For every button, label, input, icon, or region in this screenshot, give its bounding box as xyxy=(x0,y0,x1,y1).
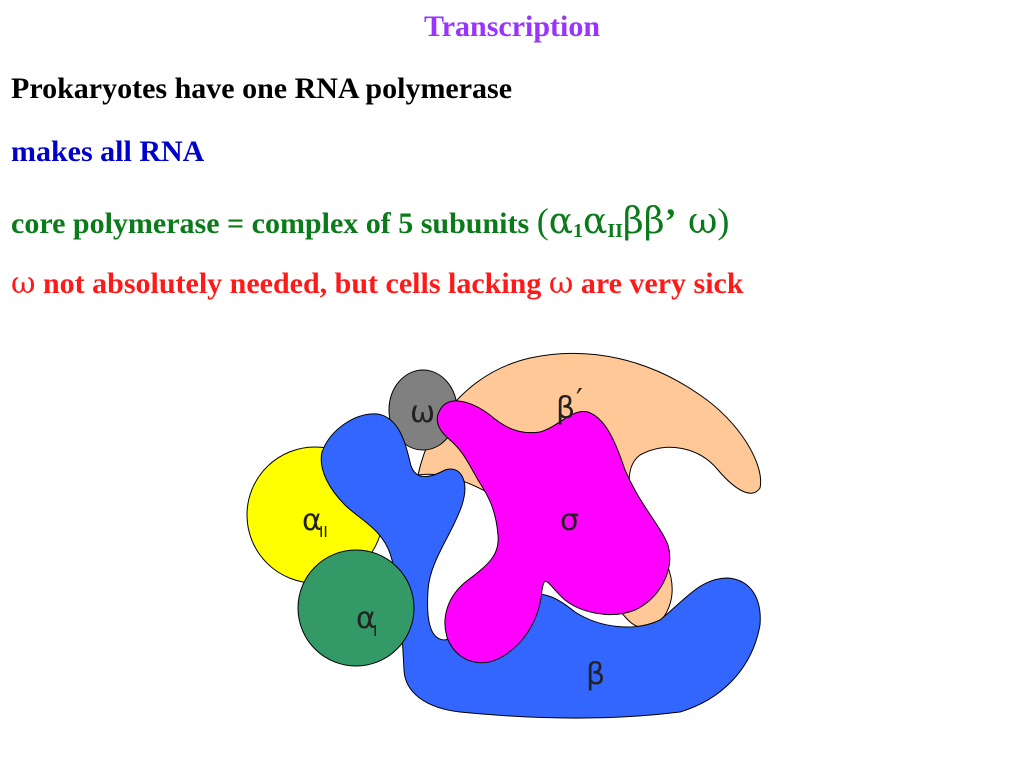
alpha-ii-sub-label: II xyxy=(319,523,328,541)
omega-symbol-1: ω xyxy=(11,266,36,301)
formula-alpha2-sub: II xyxy=(607,220,623,242)
line-makes-all-rna: makes all RNA xyxy=(11,135,205,168)
line-prokaryotes: Prokaryotes have one RNA polymerase xyxy=(11,72,513,105)
omega-symbol-2: ω xyxy=(548,266,574,301)
alpha-i-subunit xyxy=(297,549,415,667)
formula-alpha1: α xyxy=(548,201,573,242)
omega-label: ω xyxy=(410,395,435,430)
beta-label: β xyxy=(586,657,605,692)
omega-note-end: are very sick xyxy=(573,267,744,300)
line-omega-note: ω not absolutely needed, but cells lacki… xyxy=(11,265,744,303)
beta-subunit xyxy=(320,413,761,719)
formula-alpha2: α xyxy=(583,201,608,242)
formula-close-paren: ) xyxy=(717,201,730,241)
alpha-i-sub-label: I xyxy=(373,622,377,640)
core-polymerase-text: core polymerase = complex of 5 subunits xyxy=(11,207,537,240)
beta-prime-prime-mark: ′ xyxy=(576,383,583,418)
sigma-label: σ xyxy=(560,503,579,538)
formula-open-paren: ( xyxy=(536,201,549,241)
formula-alpha1-sub: 1 xyxy=(573,220,583,242)
formula-prime: ’ xyxy=(664,201,677,241)
sigma-subunit xyxy=(436,400,671,664)
line-core-polymerase: core polymerase = complex of 5 subunits … xyxy=(11,202,729,250)
slide-title: Transcription xyxy=(423,10,601,43)
alpha-i-label: α xyxy=(356,601,376,636)
beta-prime-label: β xyxy=(556,391,575,426)
omega-note-mid: not absolutely needed, but cells lacking xyxy=(35,267,549,300)
formula-omega: ω xyxy=(676,201,718,242)
alpha-ii-label: α xyxy=(302,503,322,538)
formula-betas: ββ xyxy=(622,201,665,242)
